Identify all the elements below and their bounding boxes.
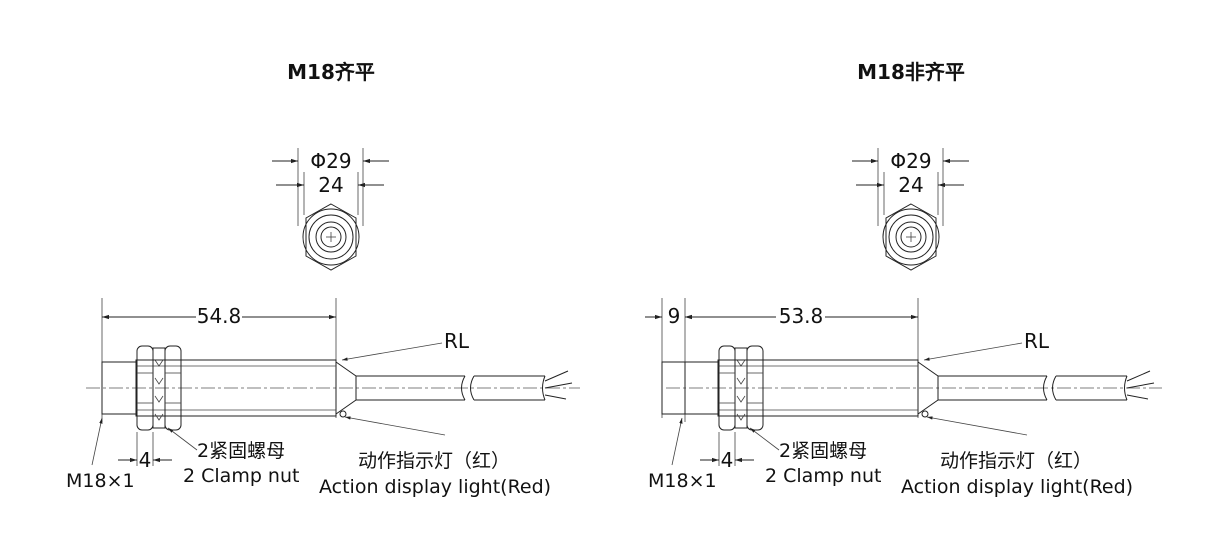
nonflush-outer-diameter-dim: Φ29	[890, 149, 931, 173]
nonflush-title: M18非齐平	[857, 60, 965, 84]
nonflush-sensor-drawing: M18非齐平 Φ29 24	[645, 60, 1162, 498]
flush-nut-label-cn: 2紧固螺母	[197, 440, 285, 462]
flush-nut-width-dim: 4	[139, 448, 152, 472]
flush-outer-diameter-dim: Φ29	[310, 149, 351, 173]
nonflush-nut-label-cn: 2紧固螺母	[779, 440, 867, 462]
nonflush-hex-width-dim: 24	[898, 173, 923, 197]
flush-nut-label-en: 2 Clamp nut	[183, 465, 299, 487]
flush-led-label-en: Action display light(Red)	[319, 476, 551, 498]
flush-length-dim: 54.8	[197, 304, 242, 328]
flush-sensor-drawing: M18齐平 Φ29 24	[66, 60, 580, 498]
flush-cable-label: RL	[444, 329, 470, 353]
flush-title: M18齐平	[287, 60, 375, 84]
nonflush-led-label-cn: 动作指示灯（红）	[940, 450, 1092, 472]
nonflush-length-dim: 53.8	[779, 304, 824, 328]
flush-led-label-cn: 动作指示灯（红）	[358, 450, 510, 472]
flush-side-view	[86, 298, 580, 466]
nonflush-led-label-en: Action display light(Red)	[901, 476, 1133, 498]
nonflush-cable-label: RL	[1024, 329, 1050, 353]
nonflush-thread-label: M18×1	[648, 470, 717, 492]
nonflush-nut-label-en: 2 Clamp nut	[765, 465, 881, 487]
flush-hex-width-dim: 24	[318, 173, 343, 197]
nonflush-protrusion-dim: 9	[668, 304, 681, 328]
nonflush-side-view	[645, 298, 1162, 466]
nonflush-end-view	[852, 148, 969, 271]
flush-end-view	[272, 148, 389, 271]
nonflush-nut-width-dim: 4	[721, 448, 734, 472]
flush-thread-label: M18×1	[66, 470, 135, 492]
